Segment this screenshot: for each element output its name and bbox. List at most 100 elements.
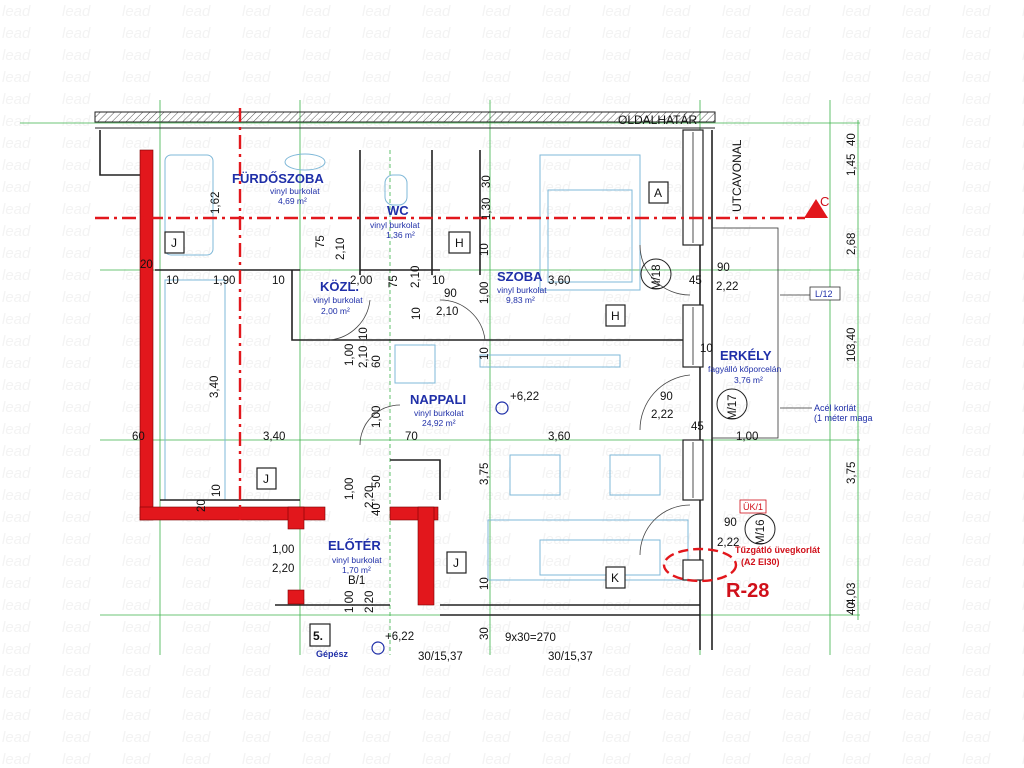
oldalhatar-label: OLDALHATÁR <box>618 112 697 127</box>
svg-text:50: 50 <box>371 475 383 488</box>
svg-text:90: 90 <box>660 391 673 403</box>
svg-text:10: 10 <box>479 347 491 360</box>
svg-text:1,45: 1,45 <box>846 154 858 176</box>
svg-text:3,60: 3,60 <box>548 275 570 287</box>
svg-text:3,40: 3,40 <box>263 431 285 443</box>
room-nappali-name: NAPPALI <box>410 392 466 407</box>
room-szoba-area: 9,83 m² <box>506 295 535 305</box>
room-szoba-name: SZOBA <box>497 269 543 284</box>
room-kozl-floor: vinyl burkolat <box>313 295 363 305</box>
room-nappali-area: 24,92 m² <box>422 418 456 428</box>
svg-text:75: 75 <box>315 235 327 248</box>
svg-text:3,40: 3,40 <box>209 376 221 398</box>
fire-glass-line2: (A2 EI30) <box>741 557 780 567</box>
svg-text:20: 20 <box>196 499 208 512</box>
marker-a: A <box>654 186 662 200</box>
svg-text:1,00: 1,00 <box>736 431 758 443</box>
svg-text:10: 10 <box>358 327 370 340</box>
section-arrow <box>804 199 828 218</box>
svg-text:1,00: 1,00 <box>344 478 356 500</box>
marker-h-1: H <box>455 236 464 250</box>
svg-text:40: 40 <box>846 602 858 615</box>
door-m17-icon <box>716 388 748 420</box>
l12-box <box>809 286 841 301</box>
stair-dims: 9x30=270 <box>505 632 556 644</box>
stair-code-box <box>309 623 331 647</box>
room-wc-floor: vinyl burkolat <box>370 220 420 230</box>
svg-text:70: 70 <box>405 431 418 443</box>
svg-text:1,00: 1,00 <box>344 344 356 366</box>
dimension-labels: 1,62 20 10 1,90 10 2,00 10 3,60 45 90 2,… <box>132 175 758 663</box>
uk1-box <box>739 499 767 514</box>
room-erkely-floor: fagyálló kőporcelán <box>708 364 782 374</box>
svg-text:3,40: 3,40 <box>846 328 858 350</box>
svg-text:2,10: 2,10 <box>410 266 422 288</box>
svg-text:10: 10 <box>411 307 423 320</box>
svg-text:1,00: 1,00 <box>371 406 383 428</box>
room-eloter-area: 1,70 m² <box>342 565 371 575</box>
svg-text:1,00: 1,00 <box>344 591 356 613</box>
svg-text:45: 45 <box>689 275 702 287</box>
utcavonal-label: UTCAVONAL <box>730 139 744 212</box>
svg-text:20: 20 <box>140 259 153 271</box>
svg-text:30: 30 <box>481 175 493 188</box>
svg-text:10: 10 <box>846 349 858 362</box>
marker-h-2: H <box>611 309 620 323</box>
acel-korlat-line2: (1 méter maga <box>814 413 873 423</box>
boundary-hatch <box>94 111 716 123</box>
marker-k: K <box>611 571 619 585</box>
room-nappali-floor: vinyl burkolat <box>414 408 464 418</box>
svg-text:60: 60 <box>132 431 145 443</box>
room-kozl-area: 2,00 m² <box>321 306 350 316</box>
door-m16: M/16 <box>755 519 767 545</box>
svg-text:2,10: 2,10 <box>436 306 458 318</box>
svg-text:2,00: 2,00 <box>350 275 372 287</box>
svg-text:10: 10 <box>211 484 223 497</box>
acel-korlat-line1: Acél korlát <box>814 403 857 413</box>
svg-text:90: 90 <box>717 262 730 274</box>
room-erkely-name: ERKÉLY <box>720 348 772 363</box>
svg-text:90: 90 <box>724 517 737 529</box>
svg-text:10: 10 <box>700 343 713 355</box>
room-szoba-floor: vinyl burkolat <box>497 285 547 295</box>
svg-text:10: 10 <box>479 243 491 256</box>
svg-text:2,10: 2,10 <box>335 238 347 260</box>
marker-j-3: J <box>453 556 459 570</box>
door-m18: M/18 <box>651 264 663 290</box>
level-marker-icon <box>495 401 509 415</box>
level-main: +6,22 <box>510 391 539 403</box>
fire-walls <box>139 149 439 606</box>
r28-label: R-28 <box>726 580 769 602</box>
room-furdoszoba-floor: vinyl burkolat <box>270 186 320 196</box>
svg-text:1,30: 1,30 <box>481 198 493 220</box>
svg-text:2,10: 2,10 <box>358 346 370 368</box>
svg-text:3,75: 3,75 <box>479 463 491 485</box>
room-furdoszoba-name: FÜRDŐSZOBA <box>232 171 324 186</box>
room-eloter-floor: vinyl burkolat <box>332 555 382 565</box>
door-m17: M/17 <box>727 394 739 420</box>
room-furdoszoba-area: 4,69 m² <box>278 196 307 206</box>
svg-text:3,60: 3,60 <box>548 431 570 443</box>
l12-label: L/12 <box>815 289 833 299</box>
level-marker-lower-icon <box>371 641 385 655</box>
level-lower: +6,22 <box>385 631 414 643</box>
balcony-outline <box>711 227 779 439</box>
door-m16-icon <box>744 513 776 545</box>
room-kozl-name: KÖZL. <box>320 279 359 294</box>
r28-highlight-ring <box>662 547 738 583</box>
gepesz-label: Gépész <box>316 649 349 659</box>
svg-text:2,20: 2,20 <box>364 486 376 508</box>
svg-text:40: 40 <box>371 503 383 516</box>
room-eloter-name: ELŐTÉR <box>328 538 381 553</box>
svg-text:2,20: 2,20 <box>364 591 376 613</box>
room-wc-name: WC <box>387 203 409 218</box>
svg-text:10: 10 <box>166 275 179 287</box>
svg-text:90: 90 <box>444 288 457 300</box>
fire-glass-line1: Tűzgátló üvegkorlát <box>735 545 820 555</box>
svg-text:2,68: 2,68 <box>846 233 858 255</box>
svg-text:60: 60 <box>371 355 383 368</box>
room-wc-area: 1,36 m² <box>386 230 415 240</box>
svg-text:2,20: 2,20 <box>272 563 294 575</box>
stair-code: 5. <box>313 629 323 643</box>
